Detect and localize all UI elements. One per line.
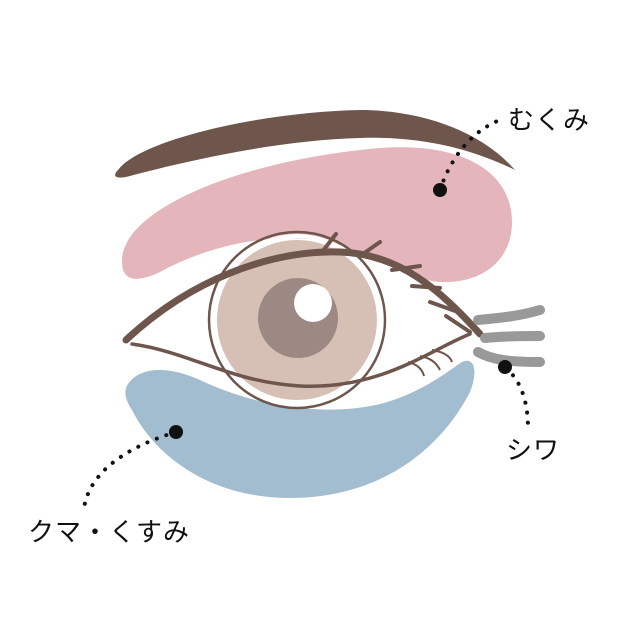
marker-wrinkles <box>498 360 512 374</box>
wrinkle-lines <box>473 305 545 367</box>
upper-lashes <box>320 232 472 334</box>
label-swelling: むくみ <box>508 106 591 136</box>
marker-swelling <box>433 183 447 197</box>
leader-dark-circles <box>82 430 178 510</box>
label-dark-circles: クマ・くすみ <box>28 518 191 548</box>
leader-wrinkles <box>504 366 530 430</box>
iris-ring <box>211 234 383 406</box>
leader-swelling <box>438 116 507 192</box>
iris-outline <box>207 230 387 410</box>
leader-lines <box>82 116 530 510</box>
eye-highlight <box>294 284 332 322</box>
label-wrinkles: シワ <box>506 436 561 466</box>
eyebrow-shape <box>115 110 515 178</box>
lower-eyelid-line <box>130 332 472 388</box>
dark-circles-area <box>125 360 475 498</box>
marker-dark-circles <box>169 425 183 439</box>
upper-eyelid-line <box>122 248 484 344</box>
lower-lashes <box>407 349 453 377</box>
swelling-area <box>121 147 513 283</box>
